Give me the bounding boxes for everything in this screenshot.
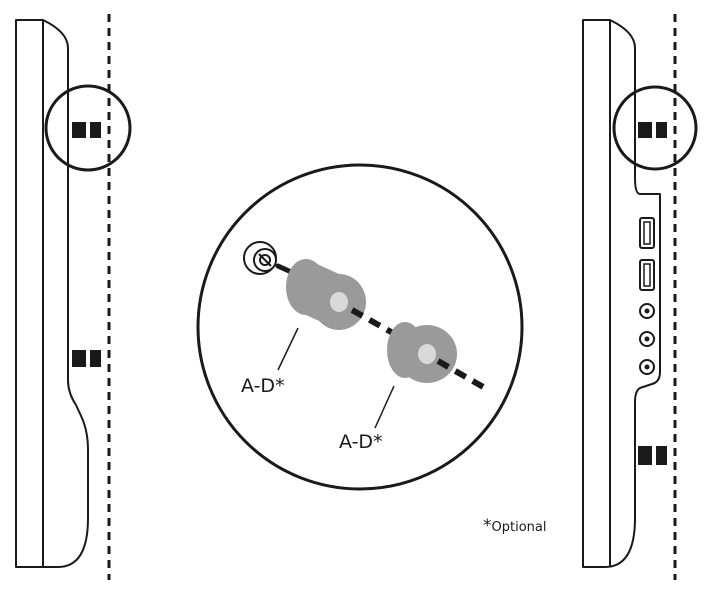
center-detail-circle: [196, 163, 524, 491]
audio-jack-icon: [639, 331, 655, 347]
footnote-text: Optional: [492, 520, 547, 535]
right-upper-bracket-marker-icon: [638, 122, 667, 138]
hdmi-port-icon: [639, 217, 655, 249]
footnote-star: *: [483, 516, 492, 536]
left-detail-callout-circle: [44, 84, 132, 172]
right-lower-bracket-marker-icon: [638, 446, 667, 465]
left-lower-bracket-marker-icon: [72, 350, 101, 367]
spacer-icon: [286, 259, 366, 330]
audio-jack-icon: [639, 303, 655, 319]
right-tv-body-outline: [582, 19, 661, 568]
hdmi-port-icon: [639, 259, 655, 291]
left-tv-body-outline: [15, 19, 89, 568]
audio-jack-icon: [639, 359, 655, 375]
left-tv-side-profile: [15, 19, 89, 568]
left-upper-bracket-marker-icon: [72, 122, 101, 138]
lower-part-leader-line: [374, 385, 395, 429]
footnote: *Optional: [483, 516, 546, 536]
screw-icon: [243, 241, 277, 275]
upper-part-label: A-D*: [241, 375, 285, 397]
right-detail-callout-circle: [612, 85, 698, 171]
upper-part-leader-line: [277, 327, 299, 371]
screw-path-line-end: [436, 358, 487, 391]
right-tv-side-profile: [582, 19, 661, 568]
lower-part-label: A-D*: [339, 431, 383, 453]
right-tv-ports: [639, 217, 655, 375]
spacer-icon: [387, 322, 457, 383]
